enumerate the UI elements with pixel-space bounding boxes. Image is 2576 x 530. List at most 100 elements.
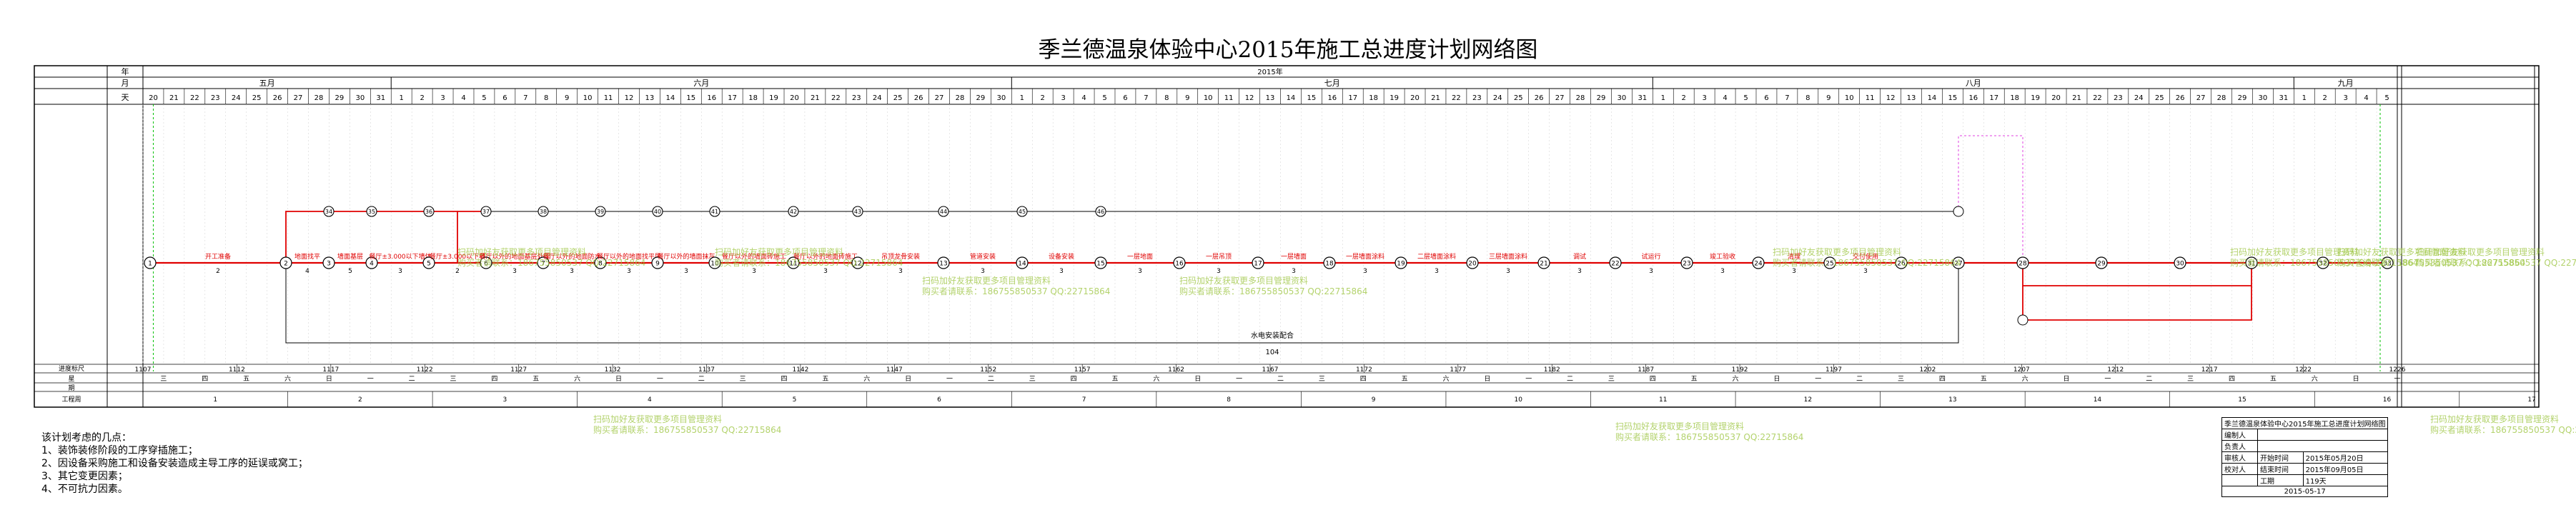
weekday-label: 二 (988, 376, 994, 383)
node-label: 15 (1096, 261, 1104, 268)
day-label: 7 (523, 94, 527, 102)
weekday-label: 三 (740, 376, 746, 383)
week-number: 1 (213, 396, 217, 404)
day-label: 13 (1266, 94, 1275, 102)
weekday-label: 五 (243, 376, 249, 383)
node-label: 46 (1097, 209, 1104, 215)
weekday-label: 日 (615, 375, 622, 383)
title-block: 季兰德温泉体验中心2015年施工总进度计划网络图 编制人 负责人 审核人开始时间… (2221, 417, 2389, 497)
activity-label: 试运行 (1641, 252, 1660, 261)
title-block-cell: 119天 (2302, 474, 2389, 486)
activity-duration: 4 (305, 268, 309, 275)
watermark-line: 购买者请联系：186755850537 QQ:22715864 (593, 425, 782, 435)
node-circle (709, 206, 720, 217)
weekday-label: 一 (2394, 376, 2400, 383)
week-number: 14 (2094, 396, 2102, 404)
week-number: 7 (1082, 396, 1086, 404)
node-label: 1 (148, 261, 152, 268)
weekday-label: 三 (450, 376, 457, 383)
weekday-label: 日 (326, 375, 332, 383)
notes-line: 4、不可抗力因素。 (41, 484, 128, 495)
node-label: 28 (2018, 261, 2027, 268)
weekday-label: 五 (2270, 376, 2277, 383)
watermark: 扫码加好友获取更多项目管理资料购买者请联系：186755850537 QQ:22… (1615, 421, 1803, 443)
weekday-label: 日 (2064, 375, 2070, 383)
weekday-label: 六 (2312, 374, 2318, 383)
day-label: 7 (1144, 94, 1148, 102)
node-label: 17 (1254, 261, 1262, 268)
ruler-label: 1202 (1919, 366, 1936, 374)
day-label: 30 (355, 94, 365, 102)
node-circle (1680, 256, 1693, 269)
weekday-label: 六 (2022, 374, 2028, 383)
week-number: 16 (2383, 396, 2392, 404)
watermark-line: 购买者请联系：186755850537 QQ:22715864 (457, 258, 646, 268)
weekday-label: 四 (1650, 376, 1656, 383)
activity-label: 一层墙面涂料 (1346, 252, 1384, 261)
activity-label: 设备安装 (1049, 252, 1074, 261)
notes-line: 2、因设备采购施工和设备安装造成主导工序的延误或窝工； (41, 458, 308, 469)
weekday-label: 四 (491, 376, 497, 383)
activity-label: 管道安装 (970, 252, 996, 261)
month-label: 八月 (1966, 79, 1981, 88)
activity-label: 二层墙面涂料 (1417, 252, 1456, 261)
node-circle (1323, 256, 1336, 269)
activity-duration: 3 (1059, 268, 1064, 275)
node-label: 24 (1754, 261, 1763, 268)
watermark-line: 购买者请联系：186755850537 QQ:22715864 (715, 258, 903, 268)
activity-label: 餐厅以外的墙面砖施工 (722, 252, 786, 261)
node-label: 32 (2319, 261, 2327, 268)
activity-duration: 2 (455, 268, 460, 275)
day-label: 23 (211, 94, 220, 102)
week-label-2: 期 (68, 384, 74, 392)
activity-duration: 3 (1217, 268, 1221, 275)
day-label: 4 (1723, 94, 1727, 102)
week-number: 6 (937, 396, 941, 404)
weekday-label: 日 (2353, 375, 2359, 383)
branch-1 (2022, 263, 2252, 286)
node-circle (1466, 256, 1479, 269)
weekday-label: 一 (2104, 376, 2111, 383)
watermark-line: 购买者请联系：186755850537 QQ:22715864 (2430, 425, 2576, 435)
day-label: 21 (169, 94, 179, 102)
watermark: 扫码加好友获取更多项目管理资料购买者请联系：186755850537 QQ:22… (2416, 247, 2576, 269)
node-circle (1094, 256, 1107, 269)
day-label: 29 (1597, 94, 1606, 102)
week-number: 3 (503, 396, 507, 404)
day-label: 26 (914, 94, 923, 102)
week-label: 星 (68, 375, 74, 383)
node-circle (1823, 256, 1836, 269)
day-label: 26 (273, 94, 282, 102)
day-label: 19 (1389, 94, 1399, 102)
watermark-line: 扫码加好友获取更多项目管理资料 (2230, 247, 2359, 257)
node-circle (2017, 314, 2028, 326)
node-circle (1173, 256, 1186, 269)
day-label: 17 (728, 94, 737, 102)
node-circle (708, 256, 721, 269)
node-circle (1953, 206, 1964, 217)
ruler-label: 1226 (2389, 366, 2406, 374)
day-label: 29 (335, 94, 345, 102)
watermark: 扫码加好友获取更多项目管理资料购买者请联系：186755850537 QQ:22… (922, 276, 1110, 297)
activity-label: 开工准备 (205, 252, 231, 261)
activity-duration: 3 (1649, 268, 1653, 275)
week-number: 13 (1948, 396, 1956, 404)
watermark-line: 扫码加好友获取更多项目管理资料 (1179, 276, 1309, 286)
node-label: 20 (1468, 261, 1477, 268)
ruler-label: 1157 (1074, 366, 1091, 374)
week-number: 8 (1227, 396, 1231, 404)
weekday-label: 日 (905, 375, 911, 383)
day-label: 8 (544, 94, 548, 102)
day-label: 11 (604, 94, 613, 102)
day-label: 20 (790, 94, 799, 102)
ruler-label: 1207 (2013, 366, 2030, 374)
weekday-label: 一 (1815, 376, 1821, 383)
day-label: 11 (1866, 94, 1875, 102)
node-label: 2 (284, 261, 288, 268)
node-label: 19 (1397, 261, 1405, 268)
lower-chain (285, 263, 1959, 344)
title-block-project: 季兰德温泉体验中心2015年施工总进度计划网络图 (2221, 417, 2389, 429)
title-block-date: 2015-05-17 (2221, 486, 2389, 497)
node-label: 13 (939, 261, 947, 268)
node-label: 30 (2176, 261, 2184, 268)
